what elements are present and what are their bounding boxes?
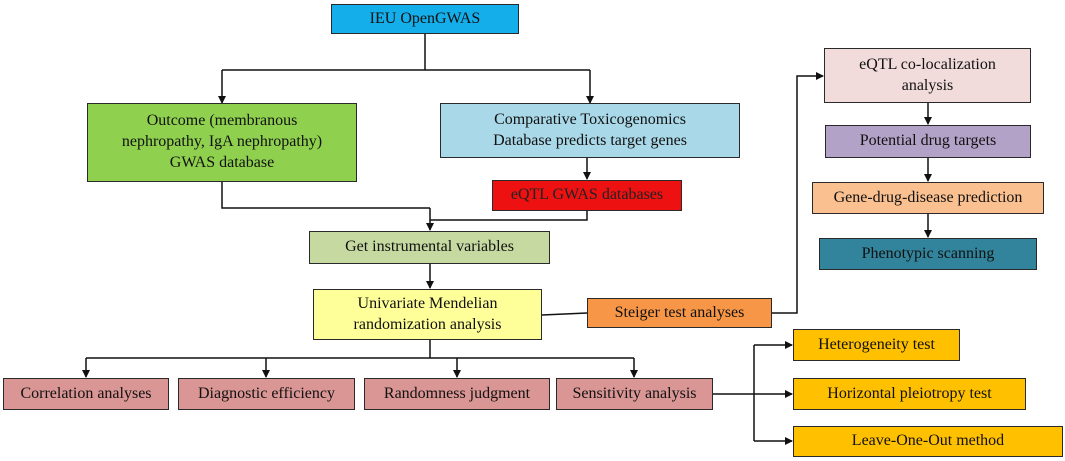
node-potential-drug-targets-label: Potential drug targets (859, 132, 997, 150)
node-ieu-opengwas-label: IEU OpenGWAS (369, 9, 481, 27)
node-horizontal-pleiotropy-label: Horizontal pleiotropy test (827, 384, 992, 402)
node-phenotypic-scanning: Phenotypic scanning (819, 238, 1037, 270)
node-eqtl-gwas-databases-label: eQTL GWAS databases (510, 186, 664, 204)
connector-sensitivity-tests (713, 345, 755, 441)
connector-univariate-steiger (541, 312, 588, 316)
node-diagnostic-efficiency-label: Diagnostic efficiency (198, 384, 335, 402)
node-ctd-label: Comparative Toxicogenomics Database pred… (493, 110, 687, 149)
node-heterogeneity-test: Heterogeneity test (793, 329, 960, 361)
node-steiger-test: Steiger test analyses (587, 298, 772, 328)
node-univariate-mr-label: Univariate Mendelian randomization analy… (353, 294, 502, 333)
node-univariate-mr: Univariate Mendelian randomization analy… (313, 289, 542, 340)
connector-outcome-merge (221, 182, 430, 209)
node-eqtl-colocalization: eQTL co-localization analysis (824, 48, 1031, 103)
connector-bottom-bus (86, 340, 634, 359)
node-instrumental-variables: Get instrumental variables (309, 231, 550, 264)
node-leave-one-out-label: Leave-One-Out method (851, 432, 1005, 450)
node-correlation-analyses: Correlation analyses (3, 378, 169, 410)
node-leave-one-out: Leave-One-Out method (793, 426, 1063, 457)
node-ieu-opengwas: IEU OpenGWAS (331, 4, 519, 34)
node-eqtl-colocalization-label: eQTL co-localization analysis (859, 55, 996, 94)
node-instrumental-variables-label: Get instrumental variables (345, 238, 514, 256)
node-gene-drug-disease: Gene-drug-disease prediction (812, 182, 1044, 214)
node-heterogeneity-test-label: Heterogeneity test (818, 335, 935, 353)
node-outcome-gwas-label: Outcome (membranous nephropathy, IgA nep… (121, 112, 323, 171)
connector-ieu-split (222, 34, 590, 71)
node-ctd: Comparative Toxicogenomics Database pred… (440, 103, 740, 158)
node-eqtl-gwas-databases: eQTL GWAS databases (492, 180, 682, 211)
node-potential-drug-targets: Potential drug targets (825, 125, 1031, 158)
node-phenotypic-scanning-label: Phenotypic scanning (861, 244, 995, 262)
node-outcome-gwas: Outcome (membranous nephropathy, IgA nep… (87, 103, 357, 182)
node-sensitivity-analysis: Sensitivity analysis (556, 378, 713, 410)
arrow-to-coloc (772, 72, 824, 314)
node-steiger-test-label: Steiger test analyses (614, 303, 745, 321)
connector-eqtl-merge (430, 211, 588, 221)
node-gene-drug-disease-label: Gene-drug-disease prediction (833, 188, 1023, 206)
node-randomness-judgment-label: Randomness judgment (383, 384, 531, 402)
node-randomness-judgment: Randomness judgment (364, 378, 550, 410)
node-diagnostic-efficiency: Diagnostic efficiency (178, 378, 355, 410)
node-correlation-analyses-label: Correlation analyses (20, 384, 152, 402)
node-sensitivity-analysis-label: Sensitivity analysis (572, 384, 697, 402)
node-horizontal-pleiotropy: Horizontal pleiotropy test (793, 378, 1026, 410)
